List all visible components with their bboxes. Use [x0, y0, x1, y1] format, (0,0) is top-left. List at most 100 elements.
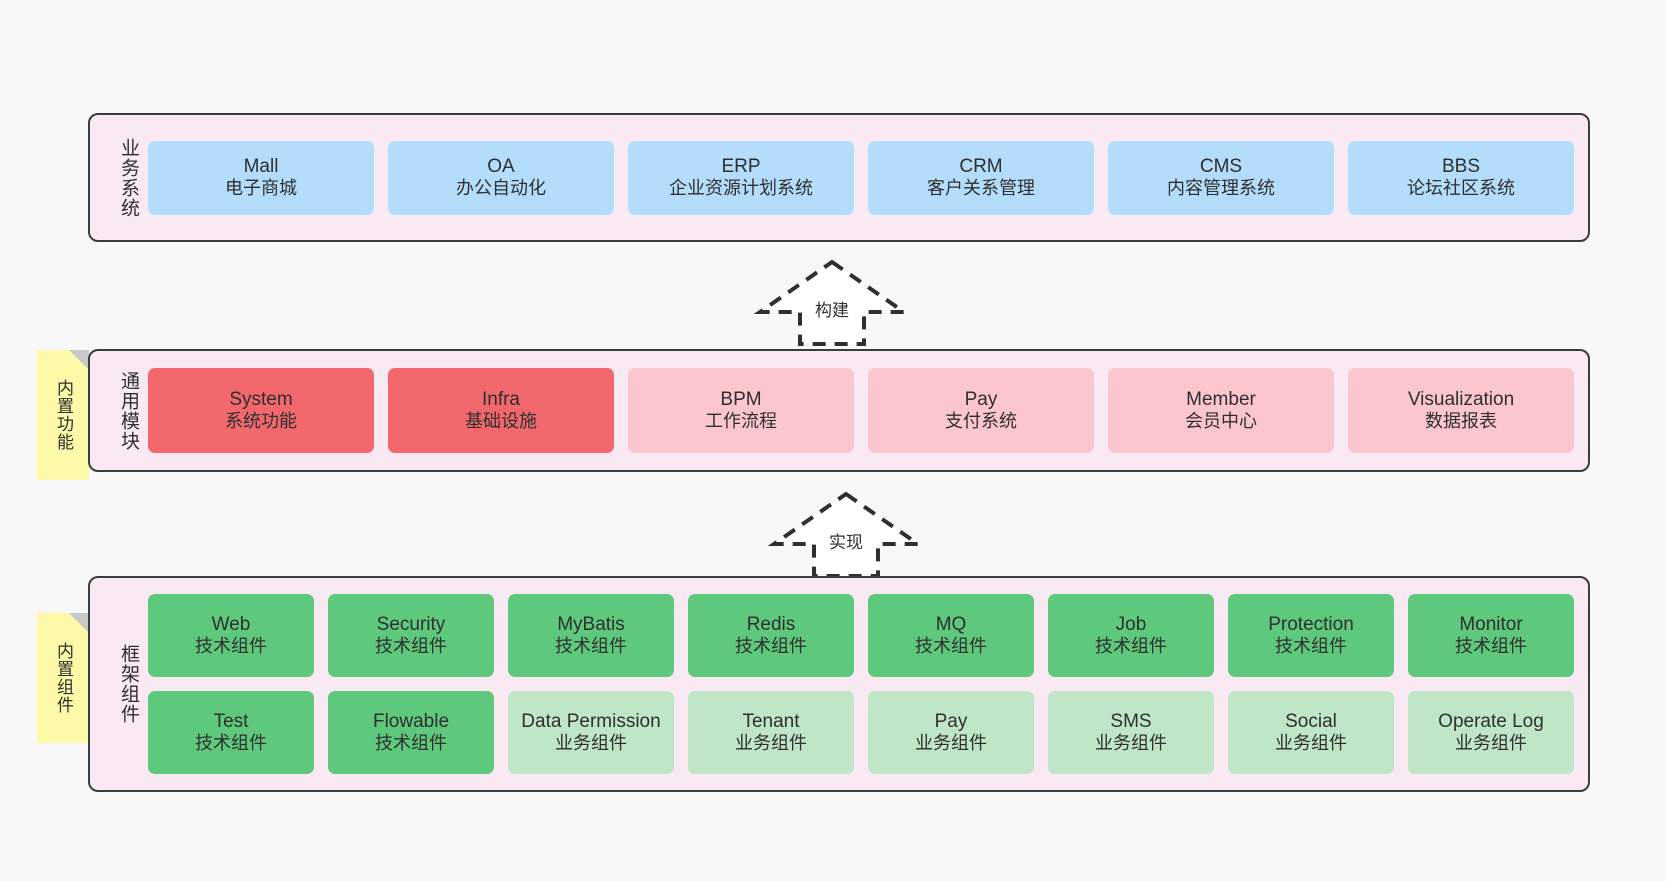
node-mall-cn: 电子商城: [225, 178, 297, 199]
node-protection-en: Protection: [1268, 613, 1354, 635]
node-social-en: Social: [1285, 710, 1337, 732]
node-security-cn: 技术组件: [375, 636, 447, 657]
node-member-cn: 会员中心: [1185, 411, 1257, 432]
node-tenant[interactable]: Tenant 业务组件: [688, 691, 854, 774]
node-infra-cn: 基础设施: [465, 411, 537, 432]
node-system[interactable]: System 系统功能: [148, 368, 374, 453]
node-crm-en: CRM: [959, 155, 1003, 177]
note-builtin-component: 内置组件: [37, 613, 89, 743]
node-pay-component-cn: 业务组件: [915, 733, 987, 754]
node-data-permission-en: Data Permission: [521, 710, 661, 732]
node-infra-en: Infra: [481, 388, 521, 410]
node-web-cn: 技术组件: [195, 636, 267, 657]
node-redis-cn: 技术组件: [735, 636, 807, 657]
node-oa-en: OA: [487, 155, 515, 177]
node-pay-component[interactable]: Pay 业务组件: [868, 691, 1034, 774]
node-bpm-en: BPM: [720, 388, 762, 410]
layer-title-framework-components: 框架组件: [118, 644, 139, 724]
layer-title-business-systems: 业务系统: [118, 137, 139, 218]
note-builtin-component-text: 内置组件: [54, 642, 74, 714]
node-monitor[interactable]: Monitor 技术组件: [1408, 594, 1574, 677]
layer-business-cells: Mall 电子商城 OA 办公自动化 ERP 企业资源计划系统 CRM 客户关系…: [140, 140, 1588, 215]
node-mybatis-cn: 技术组件: [555, 636, 627, 657]
node-redis[interactable]: Redis 技术组件: [688, 594, 854, 677]
node-bbs-en: BBS: [1441, 155, 1481, 177]
note-builtin-function-text: 内置功能: [54, 379, 74, 451]
node-flowable-cn: 技术组件: [375, 733, 447, 754]
node-bbs[interactable]: BBS 论坛社区系统: [1348, 140, 1574, 215]
node-data-permission-cn: 业务组件: [555, 733, 627, 754]
note-builtin-function: 内置功能: [37, 350, 89, 480]
node-mq[interactable]: MQ 技术组件: [868, 594, 1034, 677]
node-erp-en: ERP: [721, 155, 761, 177]
node-data-permission[interactable]: Data Permission 业务组件: [508, 691, 674, 774]
node-monitor-en: Monitor: [1459, 613, 1523, 635]
node-cms-cn: 内容管理系统: [1167, 178, 1275, 199]
node-cms-en: CMS: [1199, 155, 1243, 177]
node-bpm[interactable]: BPM 工作流程: [628, 368, 854, 453]
node-test[interactable]: Test 技术组件: [148, 691, 314, 774]
layer-framework-components: 框架组件 Web 技术组件 Security 技术组件 MyBatis 技术组件…: [88, 576, 1590, 792]
node-security[interactable]: Security 技术组件: [328, 594, 494, 677]
node-flowable-en: Flowable: [372, 710, 450, 732]
layer-framework-cells: Web 技术组件 Security 技术组件 MyBatis 技术组件 Redi…: [140, 578, 1588, 790]
node-crm-cn: 客户关系管理: [927, 178, 1035, 199]
node-tenant-cn: 业务组件: [735, 733, 807, 754]
node-test-cn: 技术组件: [195, 733, 267, 754]
node-operate-log-en: Operate Log: [1438, 710, 1544, 732]
arrow-build: 构建: [752, 256, 912, 348]
node-protection[interactable]: Protection 技术组件: [1228, 594, 1394, 677]
node-bbs-cn: 论坛社区系统: [1407, 178, 1515, 199]
arrow-build-icon: [753, 259, 911, 346]
layer-modules-cells: System 系统功能 Infra 基础设施 BPM 工作流程 Pay 支付系统…: [140, 368, 1588, 453]
node-visualization-cn: 数据报表: [1425, 411, 1497, 432]
node-operate-log[interactable]: Operate Log 业务组件: [1408, 691, 1574, 774]
node-sms-en: SMS: [1110, 710, 1152, 732]
node-visualization[interactable]: Visualization 数据报表: [1348, 368, 1574, 453]
node-operate-log-cn: 业务组件: [1455, 733, 1527, 754]
node-mq-en: MQ: [935, 613, 967, 635]
node-bpm-cn: 工作流程: [705, 411, 777, 432]
node-pay-component-en: Pay: [934, 710, 968, 732]
node-crm[interactable]: CRM 客户关系管理: [868, 140, 1094, 215]
node-oa-cn: 办公自动化: [456, 178, 546, 199]
node-web-en: Web: [211, 613, 251, 635]
node-tenant-en: Tenant: [742, 710, 800, 732]
node-erp-cn: 企业资源计划系统: [669, 178, 813, 199]
node-system-en: System: [229, 388, 293, 410]
layer-title-common-modules: 通用模块: [118, 370, 139, 451]
arrow-build-label: 构建: [815, 301, 849, 320]
node-protection-cn: 技术组件: [1275, 636, 1347, 657]
node-infra[interactable]: Infra 基础设施: [388, 368, 614, 453]
node-cms[interactable]: CMS 内容管理系统: [1108, 140, 1334, 215]
node-sms[interactable]: SMS 业务组件: [1048, 691, 1214, 774]
node-monitor-cn: 技术组件: [1455, 636, 1527, 657]
node-security-en: Security: [376, 613, 446, 635]
arrow-implement: 实现: [766, 488, 926, 580]
node-mall[interactable]: Mall 电子商城: [148, 140, 374, 215]
node-oa[interactable]: OA 办公自动化: [388, 140, 614, 215]
node-member[interactable]: Member 会员中心: [1108, 368, 1334, 453]
node-social[interactable]: Social 业务组件: [1228, 691, 1394, 774]
node-social-cn: 业务组件: [1275, 733, 1347, 754]
node-pay-module[interactable]: Pay 支付系统: [868, 368, 1094, 453]
node-erp[interactable]: ERP 企业资源计划系统: [628, 140, 854, 215]
node-flowable[interactable]: Flowable 技术组件: [328, 691, 494, 774]
node-mq-cn: 技术组件: [915, 636, 987, 657]
node-test-en: Test: [213, 710, 249, 732]
node-redis-en: Redis: [746, 613, 796, 635]
node-mybatis-en: MyBatis: [557, 613, 625, 635]
arrow-implement-label: 实现: [829, 533, 863, 552]
node-job-cn: 技术组件: [1095, 636, 1167, 657]
node-job-en: Job: [1115, 613, 1147, 635]
node-mybatis[interactable]: MyBatis 技术组件: [508, 594, 674, 677]
node-pay-module-en: Pay: [964, 388, 998, 410]
node-member-en: Member: [1186, 388, 1256, 410]
node-sms-cn: 业务组件: [1095, 733, 1167, 754]
node-job[interactable]: Job 技术组件: [1048, 594, 1214, 677]
node-pay-module-cn: 支付系统: [945, 411, 1017, 432]
layer-common-modules: 通用模块 System 系统功能 Infra 基础设施 BPM 工作流程 Pay…: [88, 349, 1590, 472]
layer-business-systems: 业务系统 Mall 电子商城 OA 办公自动化 ERP 企业资源计划系统 CRM…: [88, 113, 1590, 242]
node-web[interactable]: Web 技术组件: [148, 594, 314, 677]
